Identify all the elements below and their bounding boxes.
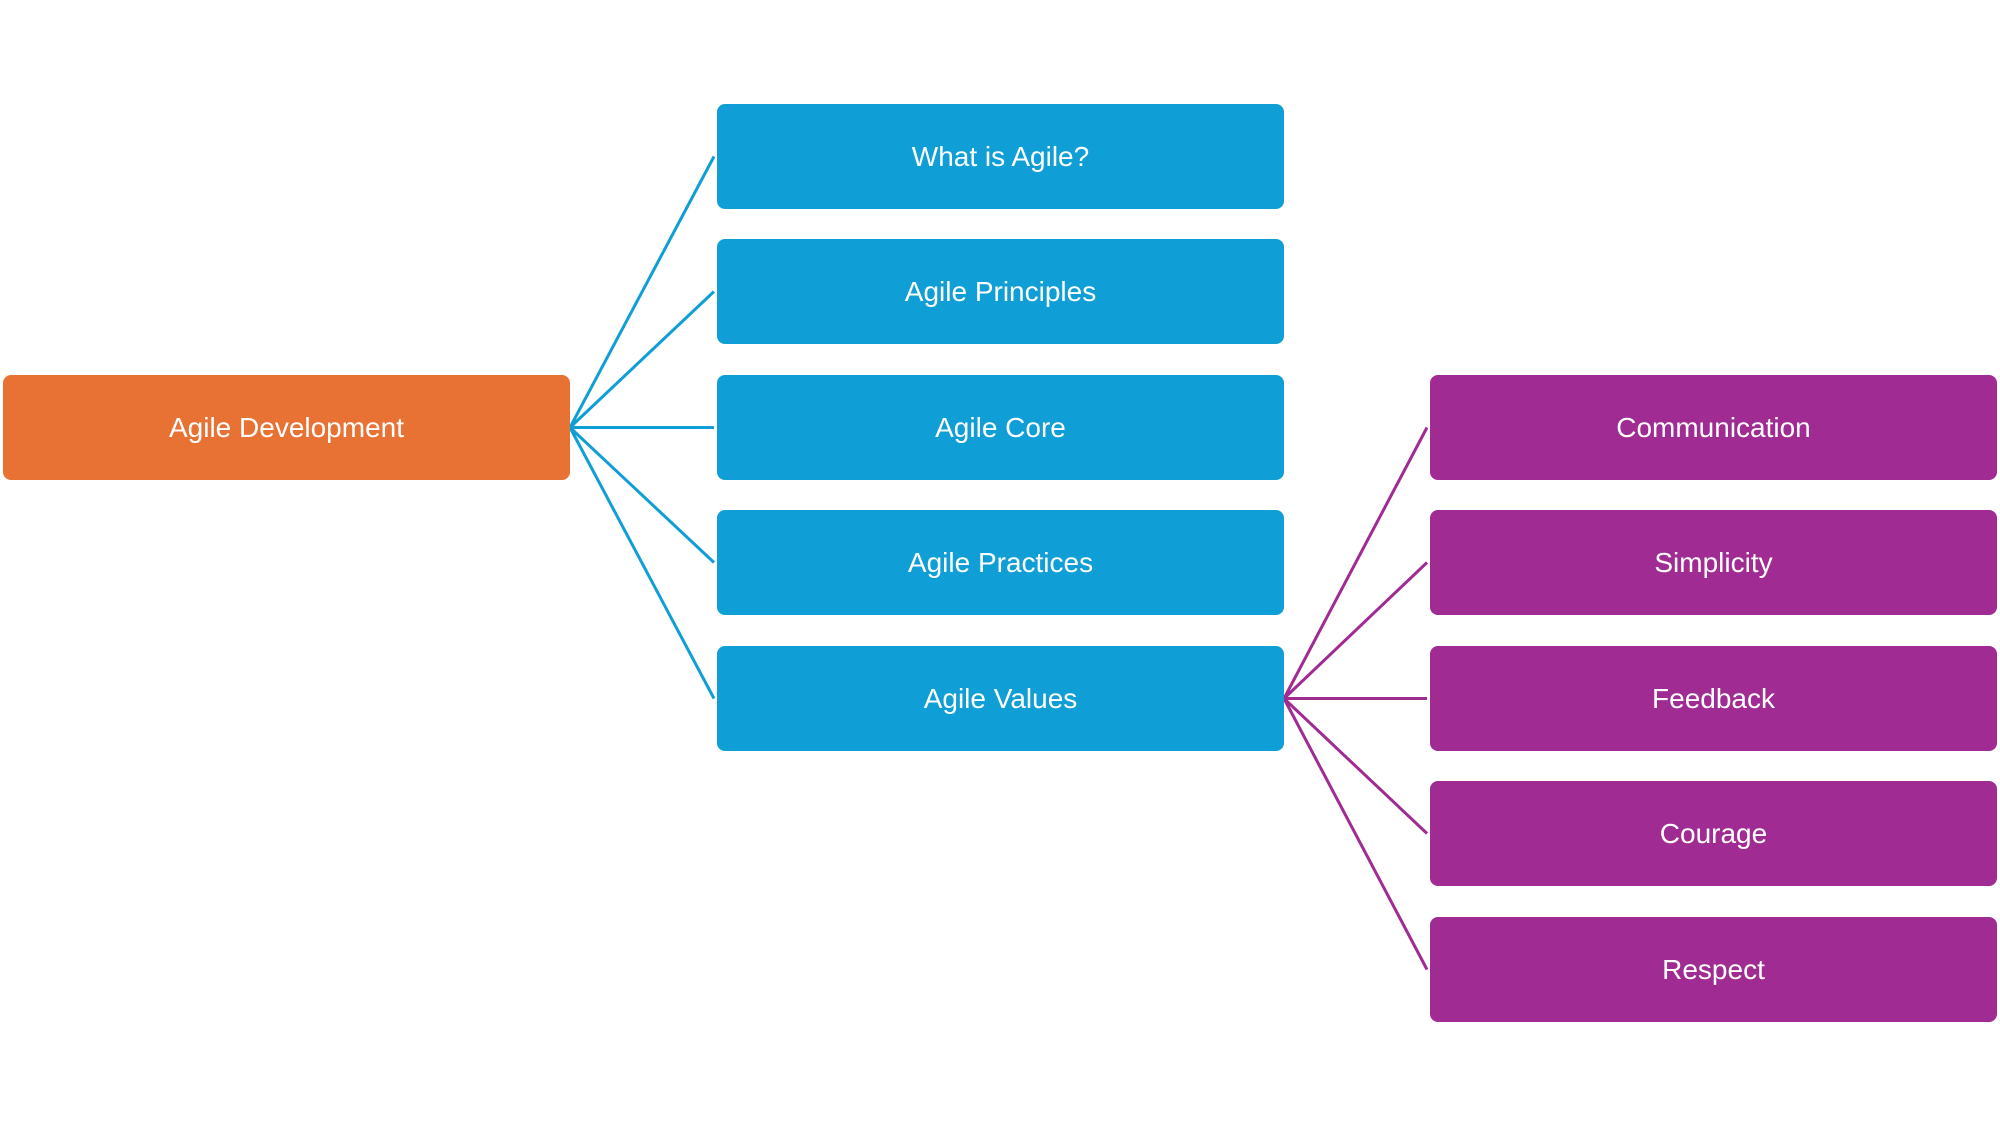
topic-node-agile-practices[interactable]: Agile Practices	[717, 510, 1284, 615]
topic-node-label: Agile Values	[923, 682, 1078, 714]
values-to-value-connectors	[1282, 426, 1429, 971]
connector-line-root-topic-5	[568, 426, 716, 700]
value-node-label: Feedback	[1652, 682, 1775, 714]
connector-line-root-topic-4	[568, 426, 716, 564]
topic-node-label: Agile Core	[935, 411, 1066, 443]
connector-line-values-2	[1282, 561, 1429, 700]
connector-line-values-5	[1282, 697, 1429, 971]
value-node-communication[interactable]: Communication	[1430, 375, 1997, 480]
connector-line-root-topic-2	[568, 290, 716, 429]
topic-node-label: Agile Practices	[907, 546, 1094, 578]
value-node-feedback[interactable]: Feedback	[1430, 646, 1997, 751]
connector-line-values-1	[1282, 426, 1429, 700]
value-node-simplicity[interactable]: Simplicity	[1430, 510, 1997, 615]
value-node-label: Respect	[1662, 953, 1765, 985]
root-node-label: Agile Development	[168, 411, 405, 443]
topic-node-agile-principles[interactable]: Agile Principles	[717, 239, 1284, 344]
connector-line-root-topic-1	[568, 155, 716, 429]
topic-node-label: Agile Principles	[904, 275, 1097, 307]
value-node-label: Communication	[1616, 411, 1811, 443]
topic-node-label: What is Agile?	[911, 140, 1090, 172]
topic-node-what-is-agile[interactable]: What is Agile?	[717, 104, 1284, 209]
value-node-courage[interactable]: Courage	[1430, 781, 1997, 886]
root-node-agile-development[interactable]: Agile Development	[3, 375, 570, 480]
connector-line-values-4	[1282, 697, 1429, 835]
topic-node-agile-values[interactable]: Agile Values	[717, 646, 1284, 751]
value-node-label: Simplicity	[1654, 546, 1773, 578]
value-node-respect[interactable]: Respect	[1430, 917, 1997, 1022]
value-node-label: Courage	[1659, 817, 1768, 849]
topic-node-agile-core[interactable]: Agile Core	[717, 375, 1284, 480]
root-to-topic-connectors	[568, 155, 716, 700]
